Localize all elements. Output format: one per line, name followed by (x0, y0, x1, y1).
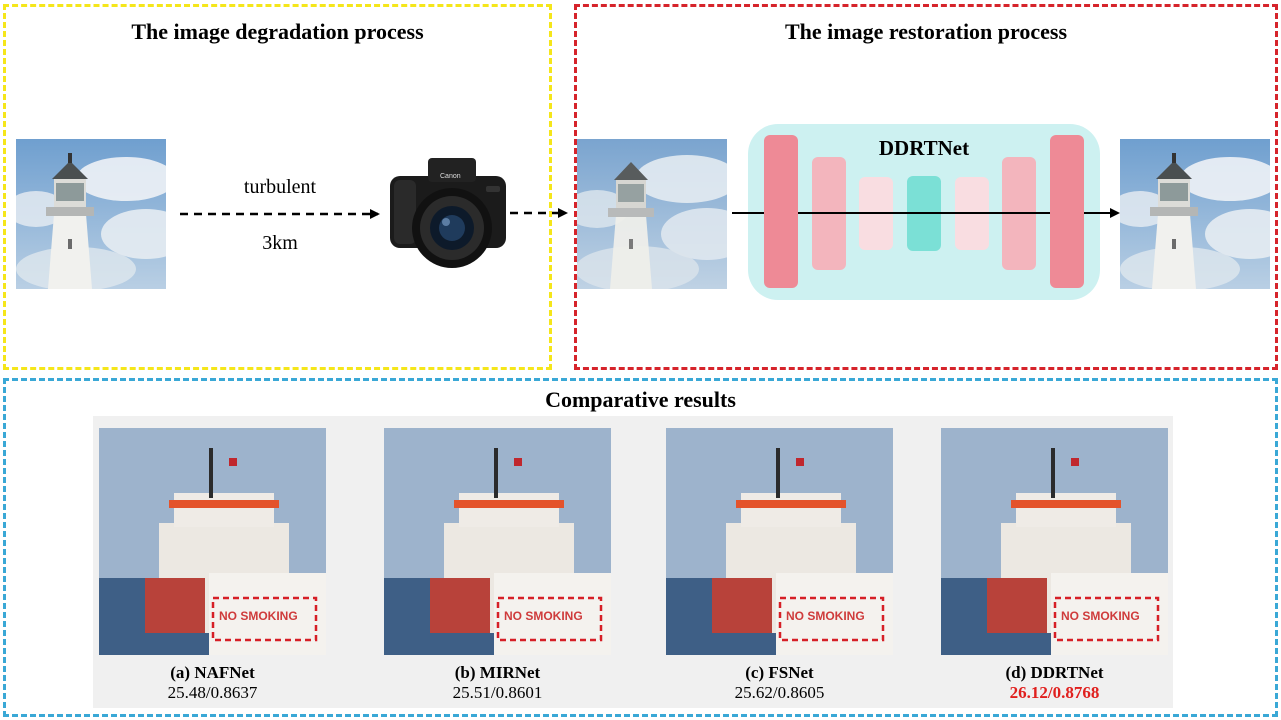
sign-text: NO SMOKING (219, 609, 298, 623)
result-image-mirnet: NO SMOKING (384, 428, 611, 655)
result-label-nafnet: (a) NAFNet (170, 663, 255, 682)
result-label-fsnet: (c) FSNet (745, 663, 814, 682)
ddrtnet-label: DDRTNet (878, 136, 970, 160)
encoder-block-2 (812, 157, 846, 270)
result-score-fsnet: 25.62/0.8605 (734, 683, 825, 702)
comparative-panel: Comparative results (3, 378, 1278, 717)
encoder-block-3 (859, 177, 893, 250)
degradation-title: The image degradation process (131, 19, 424, 44)
sign-text: NO SMOKING (786, 609, 865, 623)
decoder-block-3 (1050, 135, 1084, 288)
sign-text: NO SMOKING (1061, 609, 1140, 623)
result-image-ddrtnet: NO SMOKING (941, 428, 1168, 655)
turbulent-label: turbulent (243, 176, 317, 198)
result-image-fsnet: NO SMOKING (666, 428, 893, 655)
restoration-title: The image restoration process (784, 19, 1068, 44)
result-score-nafnet: 25.48/0.8637 (167, 683, 258, 702)
result-label-mirnet: (b) MIRNet (454, 663, 541, 682)
restoration-panel: The image restoration process (574, 4, 1278, 370)
comparative-title: Comparative results (545, 387, 736, 412)
result-score-ddrtnet: 26.12/0.8768 (1009, 683, 1100, 702)
degraded-lighthouse-image (577, 139, 727, 289)
degradation-panel: The image degradation process (3, 4, 552, 370)
result-image-nafnet: NO SMOKING (99, 428, 326, 655)
camera-icon: Canon (388, 152, 512, 270)
input-lighthouse-image (16, 139, 166, 289)
decoder-block-2 (1002, 157, 1036, 270)
result-label-ddrtnet: (d) DDRTNet (1005, 663, 1104, 682)
distance-label: 3km (262, 232, 298, 254)
restored-lighthouse-image (1120, 139, 1270, 289)
sign-text: NO SMOKING (504, 609, 583, 623)
encoder-block-1 (764, 135, 798, 288)
decoder-block-1 (955, 177, 989, 250)
result-score-mirnet: 25.51/0.8601 (452, 683, 543, 702)
svg-text:Canon: Canon (440, 173, 461, 180)
bottleneck-block (907, 176, 941, 251)
